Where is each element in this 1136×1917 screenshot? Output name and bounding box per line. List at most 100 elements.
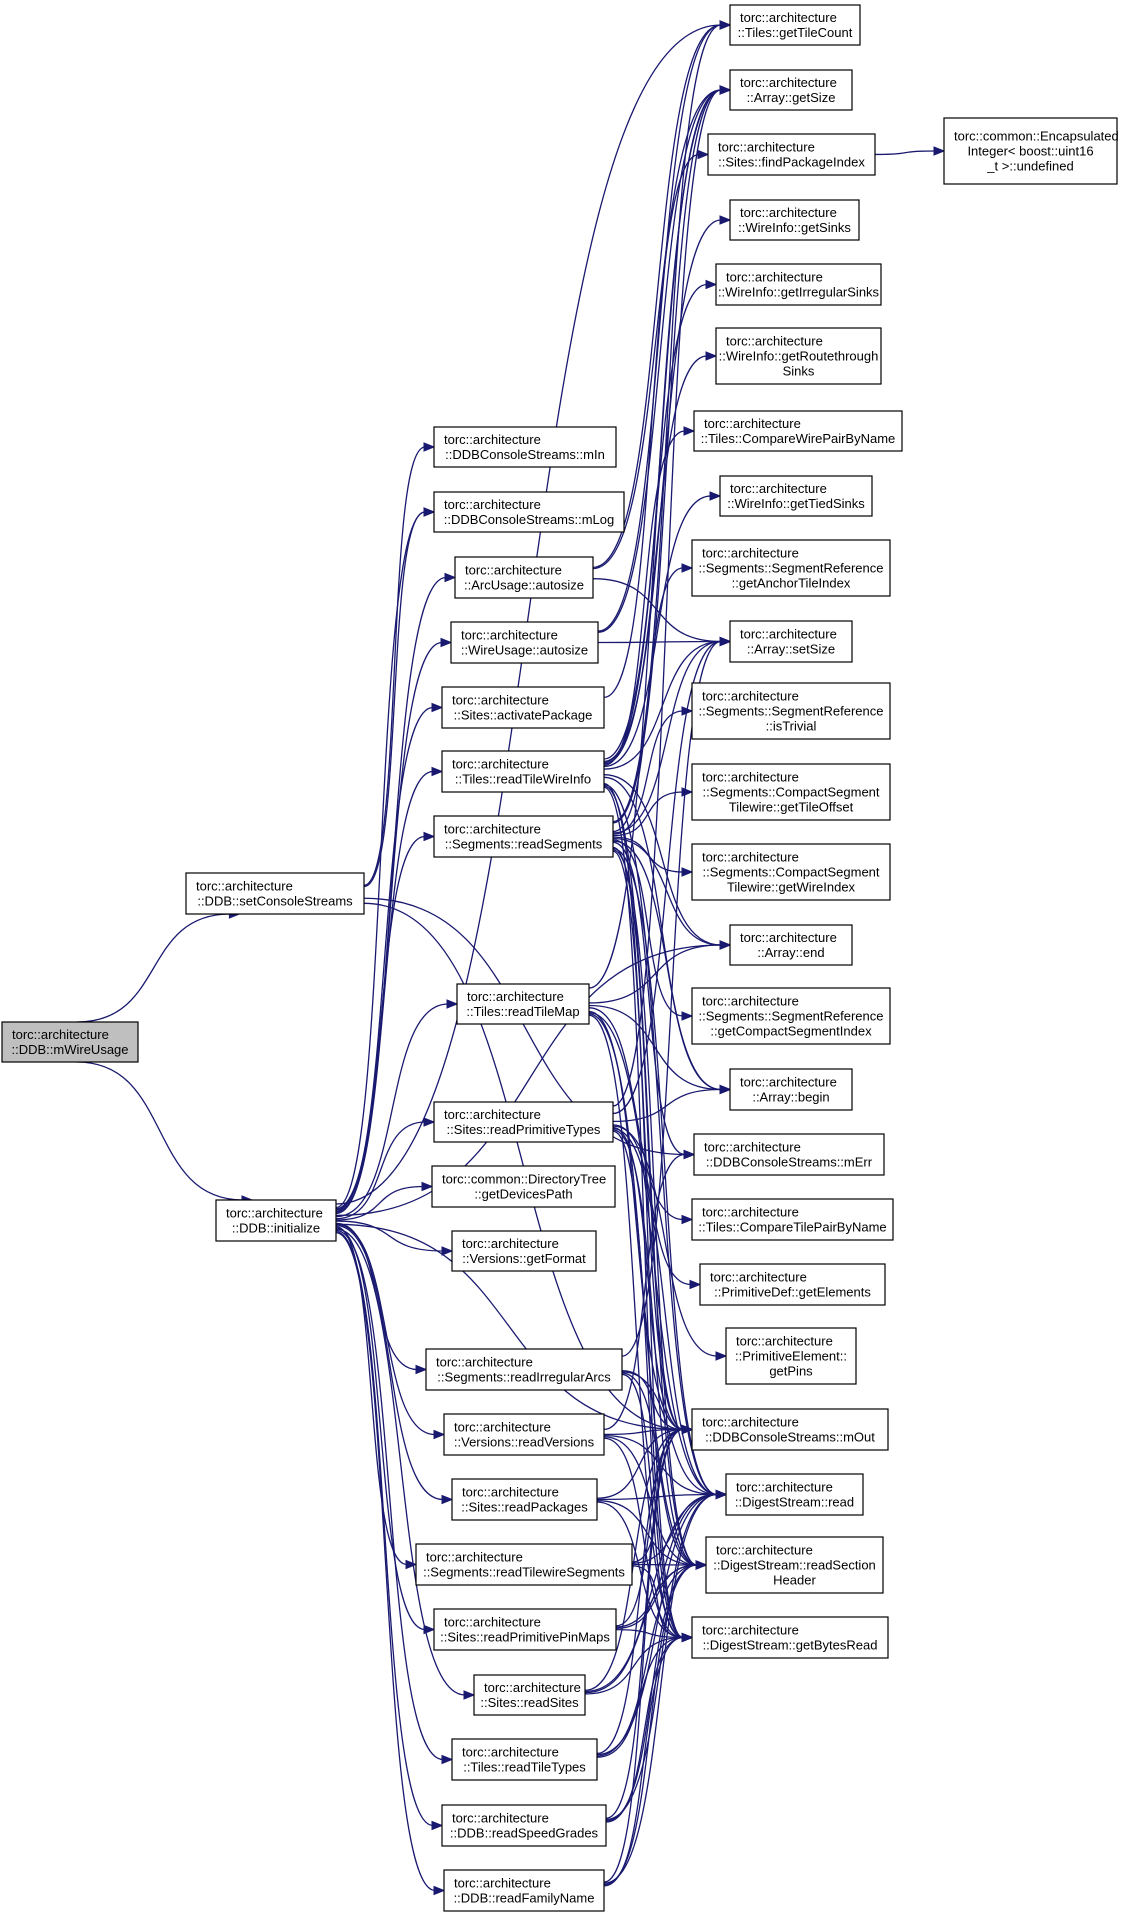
node-label-line: torc::architecture — [462, 1485, 559, 1500]
function-node-activate-package[interactable]: torc::architecture::Sites::activatePacka… — [441, 686, 605, 729]
node-label-line: ::Tiles::readTileWireInfo — [455, 772, 591, 787]
function-node-is-trivial[interactable]: torc::architecture::Segments::SegmentRef… — [691, 682, 891, 740]
function-node-array-get-size[interactable]: torc::architecture::Array::getSize — [729, 69, 853, 111]
function-node-read-packages[interactable]: torc::architecture::Sites::readPackages — [451, 1478, 598, 1521]
function-node-array-end[interactable]: torc::architecture::Array::end — [729, 924, 853, 966]
call-edge — [612, 839, 694, 1021]
node-label-line: torc::architecture — [465, 563, 562, 578]
call-edge — [335, 831, 436, 1215]
function-node-get-pins[interactable]: torc::architecture::PrimitiveElement::ge… — [725, 1327, 857, 1385]
node-label-line: torc::architecture — [740, 627, 837, 642]
function-nodes: torc::architecture::DDB::mWireUsagetorc:… — [1, 4, 1119, 1912]
node-label-line: Tilewire::getTileOffset — [729, 800, 854, 815]
function-node-get-anchor-tile-index[interactable]: torc::architecture::Segments::SegmentRef… — [691, 539, 891, 597]
node-label-line: torc::architecture — [740, 930, 837, 945]
function-node-read-tile-wire-info[interactable]: torc::architecture::Tiles::readTileWireI… — [441, 750, 605, 793]
call-edge — [335, 1220, 454, 1256]
function-node-m-in[interactable]: torc::architecture::DDBConsoleStreams::m… — [433, 426, 617, 468]
call-edge — [612, 1125, 728, 1361]
node-label-line: ::Array::getSize — [747, 90, 836, 105]
node-label-line: torc::architecture — [710, 1270, 807, 1285]
node-label-line: torc::architecture — [702, 850, 799, 865]
node-label-line: ::DigestStream::read — [735, 1495, 854, 1510]
node-label-line: ::WireUsage::autosize — [461, 643, 588, 658]
function-node-get-compact-segment-index[interactable]: torc::architecture::Segments::SegmentRef… — [691, 987, 891, 1045]
function-node-m-log[interactable]: torc::architecture::DDBConsoleStreams::m… — [433, 491, 625, 533]
function-node-compare-wire-pair[interactable]: torc::architecture::Tiles::CompareWirePa… — [693, 410, 903, 452]
node-label-line: Integer< boost::uint16 — [967, 144, 1093, 159]
call-edge — [612, 563, 694, 833]
function-node-read-speed-grades[interactable]: torc::architecture::DDB::readSpeedGrades — [441, 1804, 607, 1847]
node-label-line: ::Segments::readTilewireSegments — [423, 1565, 625, 1580]
function-node-get-elements[interactable]: torc::architecture::PrimitiveDef::getEle… — [699, 1263, 886, 1306]
function-node-arc-autosize[interactable]: torc::architecture::ArcUsage::autosize — [454, 556, 594, 599]
function-node-find-package-index[interactable]: torc::architecture::Sites::findPackageIn… — [707, 133, 876, 176]
function-node-read-section-header[interactable]: torc::architecture::DigestStream::readSe… — [705, 1536, 884, 1594]
function-node-get-format[interactable]: torc::architecture::Versions::getFormat — [451, 1230, 597, 1272]
node-label-line: ::Sites::readPrimitivePinMaps — [440, 1630, 610, 1645]
node-label-line: ::WireInfo::getIrregularSinks — [718, 285, 880, 300]
function-node-set-console-streams[interactable]: torc::architecture::DDB::setConsoleStrea… — [185, 872, 365, 915]
node-label-line: ::WireInfo::getRoutethrough — [719, 349, 879, 364]
function-node-get-routethrough-sinks[interactable]: torc::architecture::WireInfo::getRouteth… — [715, 327, 882, 385]
function-node-initialize[interactable]: torc::architecture::DDB::initialize — [215, 1199, 337, 1242]
node-label-line: ::DDB::setConsoleStreams — [197, 894, 353, 909]
node-label-line: ::Sites::readPrimitiveTypes — [447, 1122, 601, 1137]
node-label-line: ::DDB::initialize — [232, 1221, 320, 1236]
node-label-line: ::Array::setSize — [747, 642, 835, 657]
function-node-m-err[interactable]: torc::architecture::DDBConsoleStreams::m… — [693, 1133, 885, 1176]
function-node-get-tied-sinks[interactable]: torc::architecture::WireInfo::getTiedSin… — [719, 475, 873, 517]
node-label-line: torc::architecture — [444, 497, 541, 512]
call-edge — [603, 491, 722, 768]
call-edge — [363, 442, 436, 886]
call-edge — [603, 215, 732, 763]
call-edge — [603, 426, 696, 766]
function-node-get-devices-path[interactable]: torc::common::DirectoryTree::getDevicesP… — [431, 1165, 616, 1208]
node-label-line: torc::architecture — [702, 770, 799, 785]
node-label-line: torc::common::Encapsulated — [954, 129, 1119, 144]
function-node-read-tilewire-segments[interactable]: torc::architecture::Segments::readTilewi… — [415, 1543, 633, 1586]
node-label-line: torc::architecture — [426, 1550, 523, 1565]
function-node-compare-tile-pair[interactable]: torc::architecture::Tiles::CompareTilePa… — [691, 1198, 894, 1241]
function-node-m-out[interactable]: torc::architecture::DDBConsoleStreams::m… — [691, 1408, 889, 1451]
function-node-get-irregular-sinks[interactable]: torc::architecture::WireInfo::getIrregul… — [715, 263, 882, 306]
function-node-read-sites[interactable]: torc::architecture::Sites::readSites — [473, 1674, 586, 1716]
function-node-array-set-size[interactable]: torc::architecture::Array::setSize — [729, 620, 853, 663]
function-node-read-irregular-arcs[interactable]: torc::architecture::Segments::readIrregu… — [425, 1348, 623, 1391]
function-node-ds-read[interactable]: torc::architecture::DigestStream::read — [725, 1473, 864, 1516]
node-label-line: ::Tiles::CompareWirePairByName — [701, 431, 896, 446]
function-node-get-tile-offset[interactable]: torc::architecture::Segments::CompactSeg… — [691, 763, 891, 821]
function-node-read-versions[interactable]: torc::architecture::Versions::readVersio… — [443, 1413, 605, 1456]
node-label-line: ::WireInfo::getSinks — [738, 220, 851, 235]
node-label-line: torc::architecture — [740, 10, 837, 25]
node-label-line: ::DDBConsoleStreams::mErr — [706, 1155, 873, 1170]
function-node-read-primitive-types[interactable]: torc::architecture::Sites::readPrimitive… — [433, 1101, 614, 1143]
call-edge — [335, 507, 436, 1209]
function-node-get-wire-index[interactable]: torc::architecture::Segments::CompactSeg… — [691, 843, 891, 901]
node-label-line: torc::architecture — [716, 1543, 813, 1558]
node-label-line: ::Array::begin — [752, 1090, 829, 1105]
call-edge — [596, 1424, 694, 1755]
function-node-wire-autosize[interactable]: torc::architecture::WireUsage::autosize — [450, 621, 599, 664]
function-node-array-begin[interactable]: torc::architecture::Array::begin — [729, 1068, 853, 1111]
node-label-line: ::Versions::getFormat — [462, 1251, 586, 1266]
function-node-read-tile-types[interactable]: torc::architecture::Tiles::readTileTypes — [451, 1738, 598, 1781]
node-label-line: Tilewire::getWireIndex — [727, 880, 856, 895]
function-node-get-sinks[interactable]: torc::architecture::WireInfo::getSinks — [729, 199, 860, 241]
function-node-read-tile-map[interactable]: torc::architecture::Tiles::readTileMap — [456, 983, 590, 1025]
function-node-read-family-name[interactable]: torc::architecture::DDB::readFamilyName — [443, 1869, 605, 1912]
function-node-read-primitive-pin-maps[interactable]: torc::architecture::Sites::readPrimitive… — [433, 1608, 617, 1651]
function-node-get-bytes-read[interactable]: torc::architecture::DigestStream::getByt… — [691, 1616, 889, 1659]
function-node-read-segments[interactable]: torc::architecture::Segments::readSegmen… — [433, 815, 614, 858]
function-node-get-tile-count[interactable]: torc::architecture::Tiles::getTileCount — [729, 4, 861, 46]
node-label-line: torc::architecture — [702, 1623, 799, 1638]
node-label-line: ::Segments::readSegments — [445, 837, 603, 852]
node-label-line: ::DigestStream::getBytesRead — [703, 1638, 878, 1653]
call-edge — [605, 1560, 708, 1822]
node-label-line: torc::architecture — [452, 1811, 549, 1826]
node-label-line: ::Sites::findPackageIndex — [718, 155, 865, 170]
node-label-line: ::DDB::mWireUsage — [11, 1042, 128, 1057]
call-edge — [335, 1232, 446, 1896]
